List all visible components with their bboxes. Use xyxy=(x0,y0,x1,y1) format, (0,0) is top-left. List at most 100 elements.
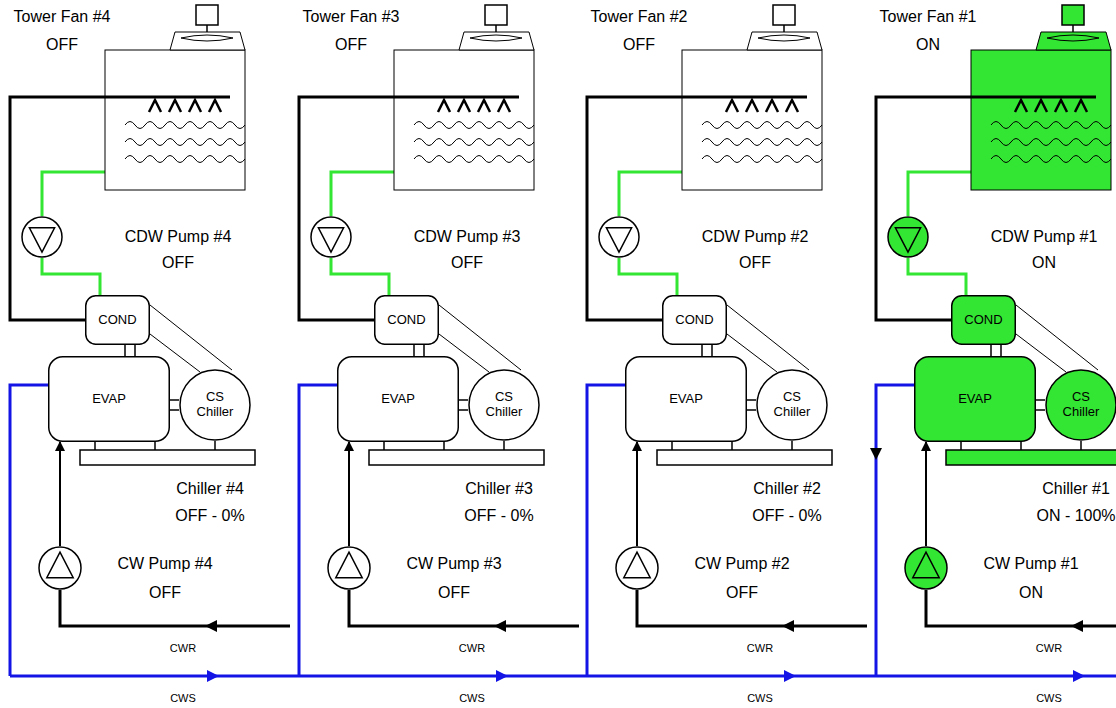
condenser-return-pipe xyxy=(10,97,105,320)
fill-media xyxy=(414,122,534,129)
equipment-status: OFF xyxy=(70,578,260,607)
condenser-vessel: COND xyxy=(374,295,439,345)
chiller-train-piping xyxy=(870,305,1116,682)
return-header-label: CWR xyxy=(747,642,773,654)
vessel-shell xyxy=(338,357,459,442)
fill-media xyxy=(125,156,245,163)
pump-symbol xyxy=(29,228,54,252)
return-header-label: CWR xyxy=(170,642,196,654)
flow-arrow xyxy=(205,620,217,632)
vessel-shell xyxy=(626,357,747,442)
node-text-holder: CS Chiller xyxy=(756,369,828,441)
vessel-shell xyxy=(49,357,170,442)
vessel-connector xyxy=(701,345,703,356)
vessel-connector xyxy=(747,409,756,411)
pump-symbol xyxy=(318,228,343,252)
evaporator-vessel: EVAP xyxy=(48,356,170,442)
chiller-base xyxy=(80,450,255,465)
spray-nozzle xyxy=(209,100,221,112)
condenser-water-pump: CDW Pump #1ON xyxy=(887,216,929,258)
equipment-status: OFF xyxy=(647,578,837,607)
chiller-name: Chiller #4 xyxy=(176,480,244,498)
flow-arrow xyxy=(207,670,219,682)
node-text-holder: CS Chiller xyxy=(179,369,251,441)
chiller-status: OFF - 0% xyxy=(464,507,533,525)
component-name: COND xyxy=(98,313,136,328)
vessel-connector xyxy=(747,399,756,401)
chiller-status: OFF - 0% xyxy=(175,507,244,525)
vessel-connector xyxy=(94,442,96,450)
spray-nozzle xyxy=(746,100,758,112)
tower-body xyxy=(971,50,1111,190)
chiller-name: Chiller #1 xyxy=(1042,480,1110,498)
spray-nozzle xyxy=(786,100,798,112)
component-name: CS Chiller xyxy=(766,390,818,420)
tower-body xyxy=(394,50,534,190)
node-text-holder: EVAP xyxy=(48,356,170,442)
equipment-status: OFF xyxy=(83,250,273,276)
pump-symbol xyxy=(606,228,631,252)
equipment-name: CW Pump #3 xyxy=(359,549,549,578)
vessel-connector xyxy=(154,442,156,450)
node-text-holder: EVAP xyxy=(625,356,747,442)
return-header-label: CWR xyxy=(1036,642,1062,654)
equipment-caption: CDW Pump #1ON xyxy=(949,224,1116,276)
fill-media xyxy=(414,156,534,163)
vessel-shell xyxy=(86,296,150,345)
spray-nozzle xyxy=(1035,100,1047,112)
fan-motor xyxy=(1062,5,1084,25)
condenser-return-pipe xyxy=(587,97,682,320)
chiller-train-piping xyxy=(587,305,867,682)
condenser-water-pump: CDW Pump #4OFF xyxy=(21,216,63,258)
equipment-name: CDW Pump #1 xyxy=(949,224,1116,250)
equipment-caption: CDW Pump #2OFF xyxy=(660,224,850,276)
equipment-name: CDW Pump #3 xyxy=(372,224,562,250)
node-text-holder: COND xyxy=(374,295,439,345)
vessel-connector xyxy=(214,441,216,450)
cooling-tower-outline xyxy=(971,30,1111,190)
condenser-water-pump-outline xyxy=(598,216,640,258)
chilled-water-pipe xyxy=(925,442,927,546)
fan-blade xyxy=(470,35,522,41)
vessel-shell xyxy=(952,296,1016,345)
equipment-status: OFF xyxy=(544,31,734,59)
vessel-connector xyxy=(459,409,468,411)
spray-nozzle xyxy=(1015,100,1027,112)
condenser-water-pipe xyxy=(619,172,682,216)
spray-nozzle xyxy=(498,100,510,112)
component-name: EVAP xyxy=(92,392,126,407)
vessel-connector xyxy=(990,345,992,356)
cooling-tower: Tower Fan #2OFF xyxy=(682,30,822,190)
equipment-caption: CW Pump #2OFF xyxy=(647,549,837,607)
spray-header xyxy=(682,96,807,99)
chilled-water-pipe xyxy=(59,442,61,546)
equipment-name: CW Pump #1 xyxy=(936,549,1116,578)
component-name: COND xyxy=(387,313,425,328)
vessel-shell xyxy=(375,296,439,345)
pump-casing xyxy=(39,547,81,589)
spray-nozzle xyxy=(149,100,161,112)
condenser-water-pump: CDW Pump #3OFF xyxy=(310,216,352,258)
vessel-connector xyxy=(1036,399,1045,401)
compressor-circle: CS Chiller xyxy=(756,369,828,441)
pump-casing xyxy=(328,547,370,589)
component-name: COND xyxy=(964,313,1002,328)
vessel-connector xyxy=(443,442,445,450)
spray-nozzle xyxy=(478,100,490,112)
equipment-name: Tower Fan #4 xyxy=(0,3,157,31)
spray-nozzle xyxy=(726,100,738,112)
equipment-caption: Tower Fan #1ON xyxy=(833,3,1023,59)
condenser-water-pump-outline xyxy=(887,216,929,258)
equipment-name: Tower Fan #1 xyxy=(833,3,1023,31)
condenser-water-pump-outline xyxy=(21,216,63,258)
flow-arrow xyxy=(1071,620,1083,632)
evaporator-vessel: EVAP xyxy=(914,356,1036,442)
chilled-water-pump: CW Pump #2OFF xyxy=(615,546,659,590)
condenser-water-pipe xyxy=(908,172,971,216)
chiller-base xyxy=(657,450,832,465)
equipment-name: CW Pump #4 xyxy=(70,549,260,578)
condenser-water-pipe xyxy=(331,172,394,216)
fill-media xyxy=(702,139,822,146)
equipment-caption: Tower Fan #2OFF xyxy=(544,3,734,59)
